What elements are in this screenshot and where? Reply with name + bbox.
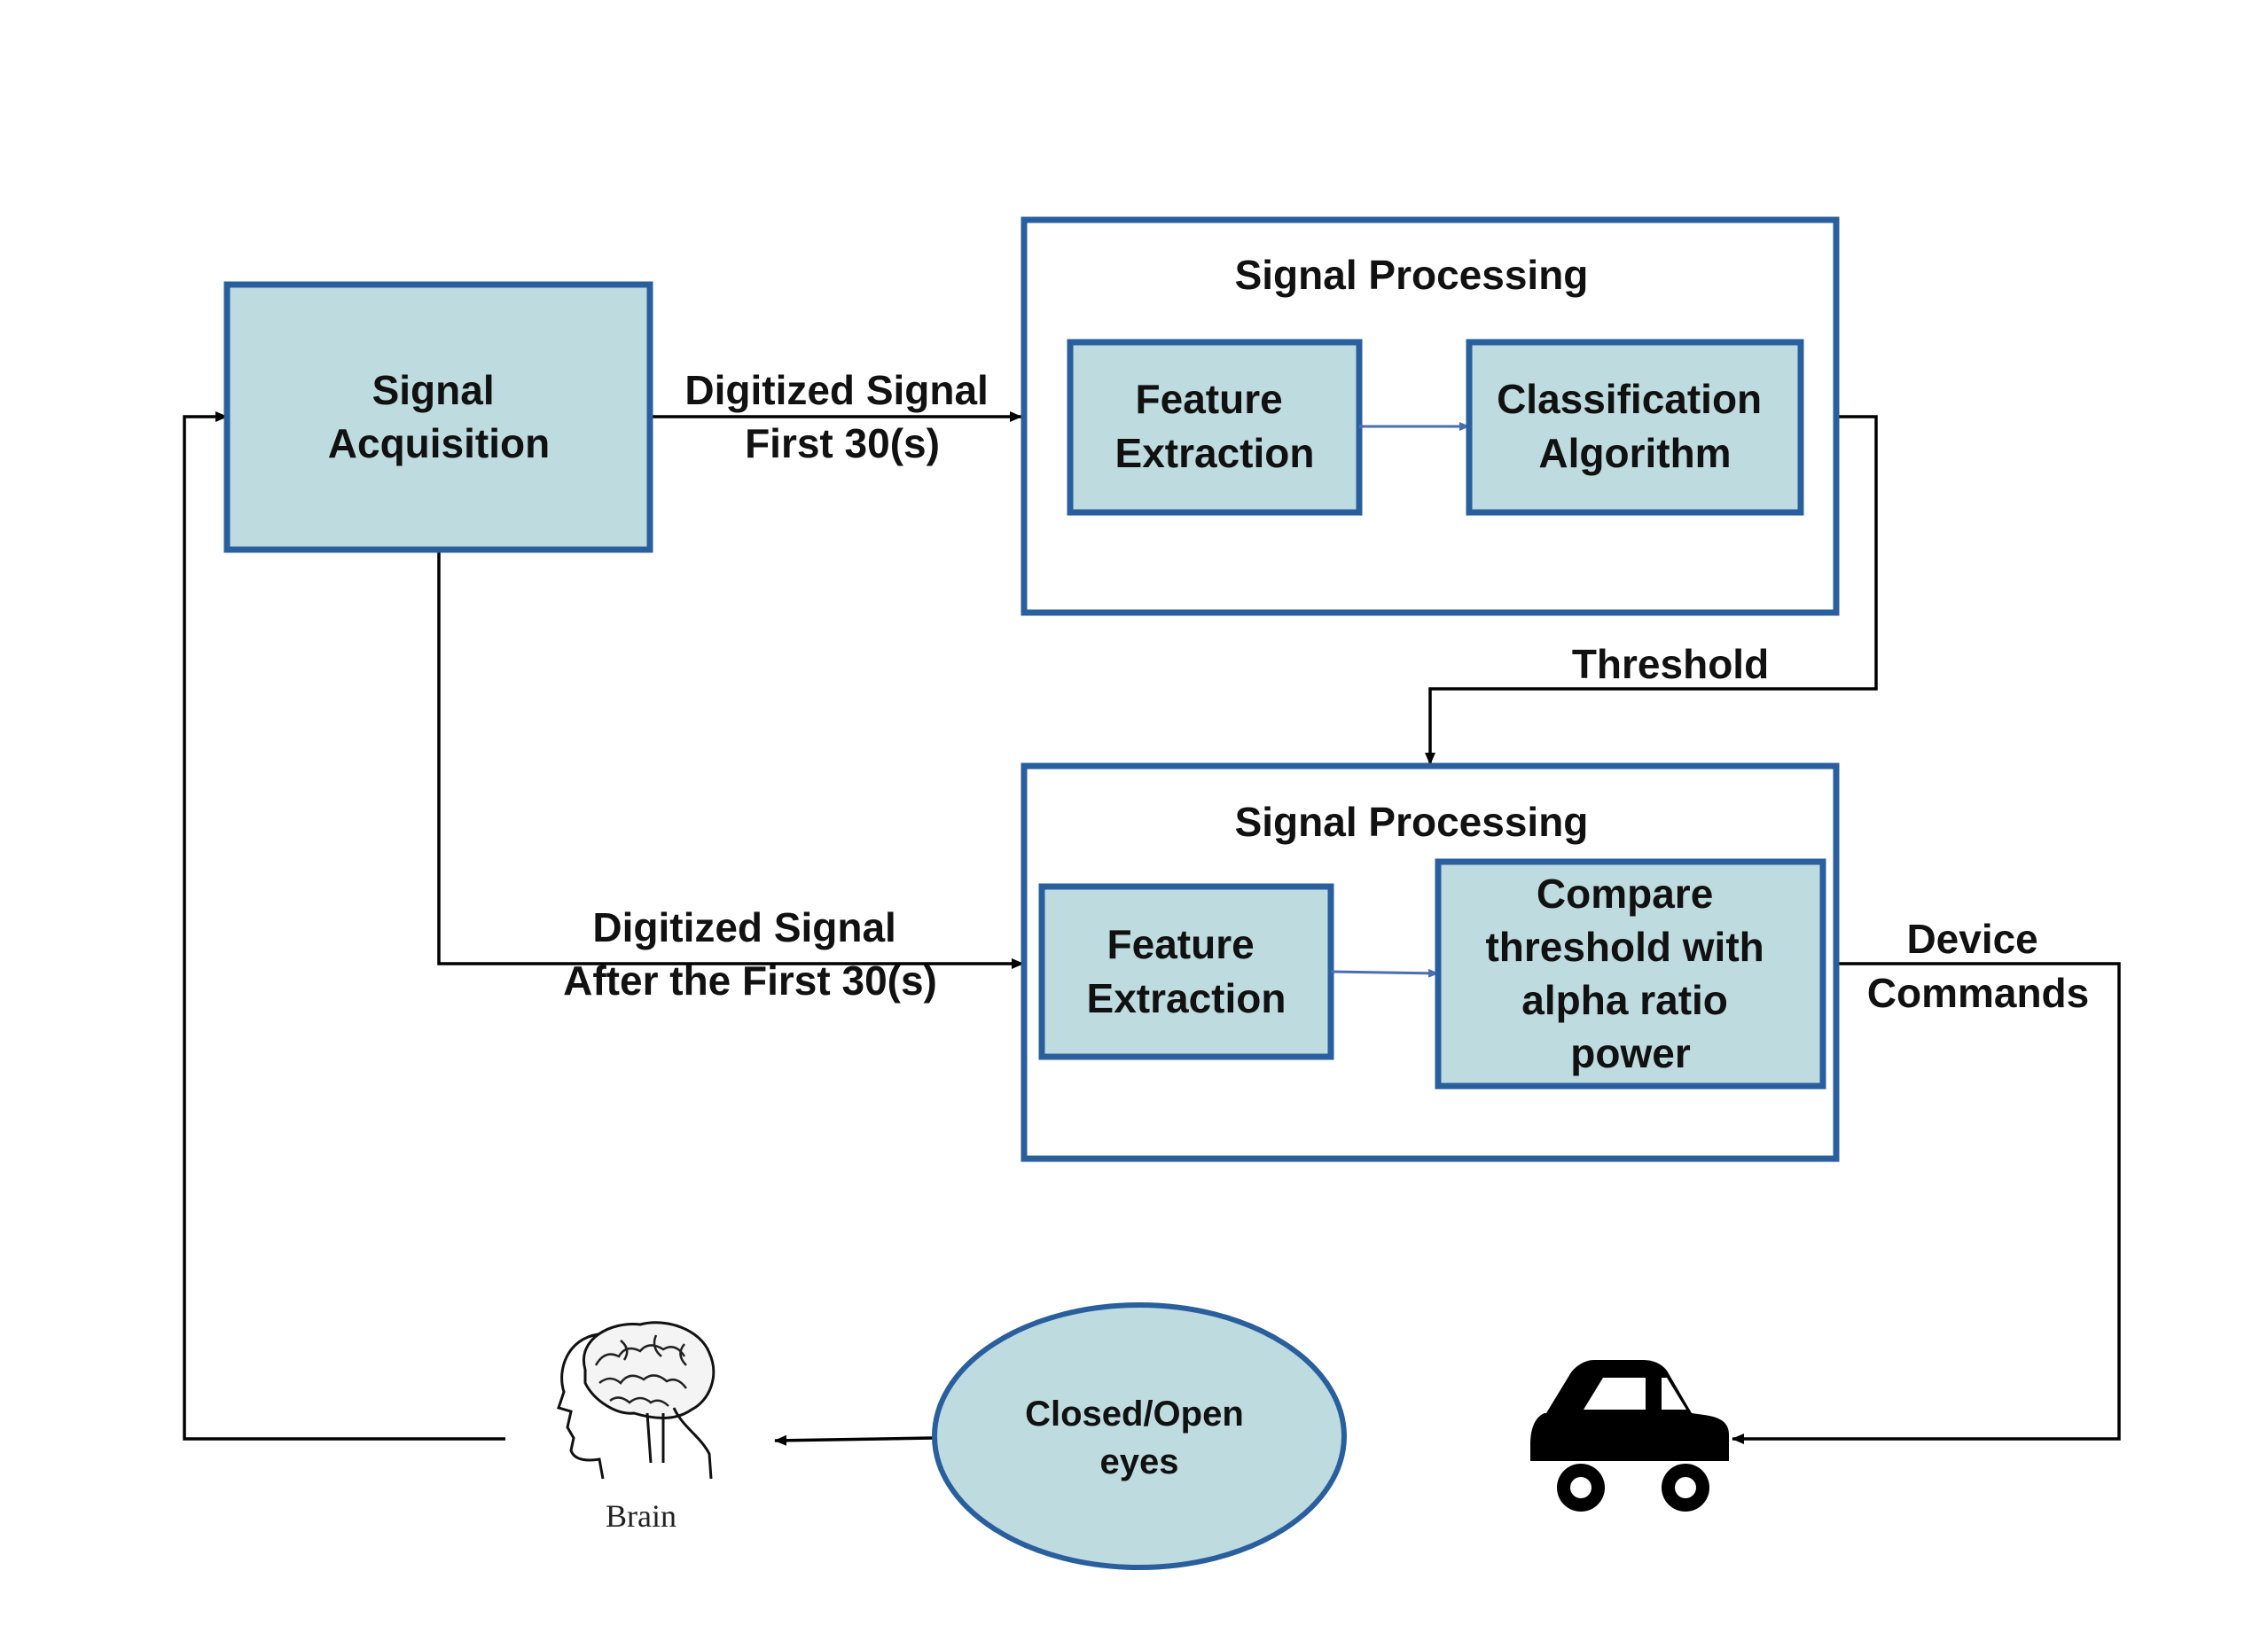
threshold-label: Threshold xyxy=(1572,641,1769,687)
brain-label: Brain xyxy=(606,1498,676,1534)
eyes-state-node: Closed/Open eyes xyxy=(932,1302,1347,1570)
feature-extraction-top-label: Feature Extraction xyxy=(1115,376,1315,476)
edge-acquisition-to-processing-bottom xyxy=(437,550,1024,969)
edge-threshold xyxy=(1425,415,1878,765)
signal-acquisition-label: Signal Acquisition xyxy=(328,367,550,466)
car-icon xyxy=(1530,1360,1729,1512)
signal-processing-top: Signal Processing Feature Extraction Cla… xyxy=(1021,216,1840,616)
signal-processing-bottom-title: Signal Processing xyxy=(1235,799,1589,845)
classification-algorithm-box: Classification Algorithm xyxy=(1466,339,1804,516)
signal-processing-bottom: Signal Processing Feature Extraction Com… xyxy=(1021,762,1840,1162)
device-commands-label: Device Commands xyxy=(1867,916,2089,1016)
signal-acquisition-box: Signal Acquisition xyxy=(223,281,653,553)
classification-algorithm-label: Classification Algorithm xyxy=(1497,376,1773,476)
brain-head-icon xyxy=(557,1321,716,1480)
eyes-state-label: Closed/Open eyes xyxy=(1025,1395,1254,1481)
edge-eyes-to-brain xyxy=(774,1434,934,1446)
edge-brain-to-acquisition xyxy=(183,411,505,1441)
digitized-after-label: Digitized Signal After the First 30(s) xyxy=(563,904,937,1004)
feature-extraction-bottom-label: Feature Extraction xyxy=(1087,921,1287,1021)
signal-processing-top-title: Signal Processing xyxy=(1235,252,1589,298)
edge-device-commands xyxy=(1732,962,2121,1444)
feature-extraction-top-box: Feature Extraction xyxy=(1067,339,1363,516)
edge-feature-to-compare xyxy=(1330,968,1439,978)
compare-threshold-label: Compare threshold with alpha ratio power xyxy=(1485,871,1775,1076)
compare-threshold-box: Compare threshold with alpha ratio power xyxy=(1435,858,1826,1090)
digitized-first-label: Digitized Signal First 30(s) xyxy=(684,367,999,466)
feature-extraction-bottom-box: Feature Extraction xyxy=(1038,883,1334,1060)
